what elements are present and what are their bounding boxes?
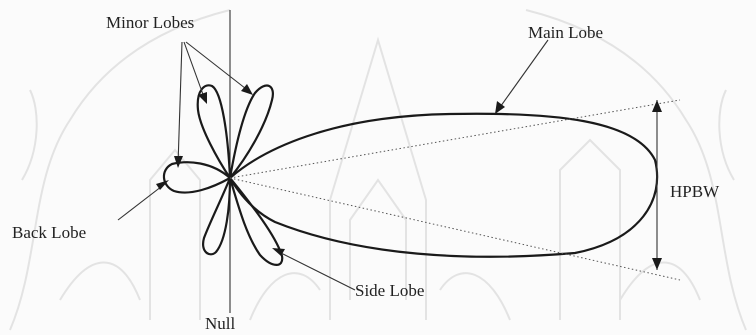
back-lobe-arrow — [118, 180, 169, 220]
null-label: Null — [205, 314, 236, 333]
hpbw-arrow-top — [652, 100, 662, 112]
main-lobe-arrow — [495, 40, 548, 114]
minor-lobes-label: Minor Lobes — [106, 13, 194, 32]
minor-lobe-upper-right — [230, 86, 273, 178]
main-lobe-shape — [230, 114, 657, 257]
side-lobe-arrow — [272, 248, 355, 290]
hpbw-lower-boundary — [230, 178, 680, 280]
side-lobe-label: Side Lobe — [355, 281, 424, 300]
back-lobe-label: Back Lobe — [12, 223, 86, 242]
hpbw-label: HPBW — [670, 182, 720, 201]
main-lobe-label: Main Lobe — [528, 23, 603, 42]
